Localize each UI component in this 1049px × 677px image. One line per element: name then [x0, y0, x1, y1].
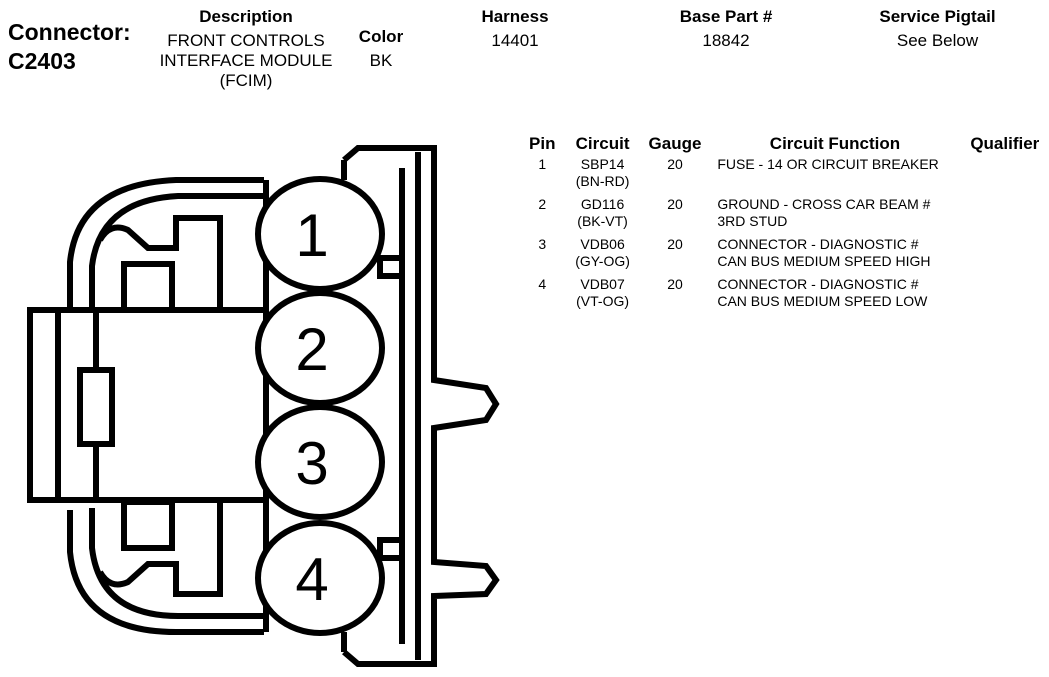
- detent-top: [97, 215, 223, 308]
- column-header-qualifier: Qualifier: [970, 134, 1040, 153]
- circuit-cell: VDB07 (VT-OG): [565, 276, 641, 316]
- housing-outer: [67, 177, 264, 635]
- pin-number-3: 3: [295, 430, 328, 497]
- harness-header: Harness: [481, 7, 549, 26]
- pin-cell: 2: [538, 196, 547, 212]
- circuit-id: SBP14: [580, 156, 625, 172]
- service-pigtail-header: Service Pigtail: [879, 7, 996, 26]
- circuit-id: VDB07: [580, 276, 625, 292]
- detent-tab-top: [121, 261, 175, 313]
- column-header-circuit-function: Circuit Function: [769, 134, 901, 153]
- circuit-color: (GY-OG): [575, 253, 630, 269]
- function-line: 3RD STUD: [717, 213, 788, 229]
- qualifier-cell: [961, 156, 1049, 196]
- connector-id: C2403: [8, 48, 76, 74]
- qualifier-cell: [961, 236, 1049, 276]
- base-part-value: 18842: [702, 31, 750, 50]
- column-header-circuit: Circuit: [575, 134, 630, 153]
- circuit-color: (VT-OG): [576, 293, 630, 309]
- function-cell: GROUND - CROSS CAR BEAM # 3RD STUD: [709, 196, 960, 236]
- side-tab-top: [377, 255, 405, 279]
- function-line: FUSE - 14 OR CIRCUIT BREAKER: [717, 156, 939, 172]
- function-line: CONNECTOR - DIAGNOSTIC #: [717, 236, 919, 252]
- detent-bottom: [97, 502, 223, 597]
- pin-cell: 3: [538, 236, 547, 252]
- gauge-cell: 20: [667, 156, 683, 172]
- pin-cell: 4: [538, 276, 547, 292]
- qualifier-cell: [961, 196, 1049, 236]
- function-line: CAN BUS MEDIUM SPEED HIGH: [717, 253, 931, 269]
- table-row: 1 SBP14 (BN-RD) 20 FUSE - 14 OR CIRCUIT …: [520, 156, 1049, 196]
- description-line: (FCIM): [219, 71, 273, 90]
- latch-outer: [27, 307, 269, 503]
- side-tab-bottom: [377, 537, 405, 561]
- description-line: FRONT CONTROLS: [167, 31, 325, 50]
- pin-numbers: 1 2 3 4: [295, 202, 328, 613]
- pin-cavities: [255, 176, 385, 636]
- pin-number-1: 1: [295, 202, 328, 269]
- service-pigtail-value: See Below: [896, 31, 979, 50]
- function-cell: CONNECTOR - DIAGNOSTIC # CAN BUS MEDIUM …: [709, 236, 960, 276]
- function-line: CONNECTOR - DIAGNOSTIC #: [717, 276, 919, 292]
- pin-cavity-3: [255, 404, 385, 520]
- function-cell: CONNECTOR - DIAGNOSTIC # CAN BUS MEDIUM …: [709, 276, 960, 316]
- description-line: INTERFACE MODULE: [159, 51, 333, 70]
- gauge-cell: 20: [667, 236, 683, 252]
- base-part-header: Base Part #: [679, 7, 773, 26]
- function-line: CAN BUS MEDIUM SPEED LOW: [717, 293, 928, 309]
- circuit-color: (BN-RD): [575, 173, 630, 189]
- connector-label: Connector: C2403: [8, 18, 131, 76]
- circuit-cell: SBP14 (BN-RD): [565, 156, 641, 196]
- function-cell: FUSE - 14 OR CIRCUIT BREAKER: [709, 156, 960, 196]
- gauge-cell: 20: [667, 196, 683, 212]
- pin-cavity-2: [255, 290, 385, 406]
- detent-tab-bottom: [121, 499, 175, 551]
- latch-key: [77, 367, 115, 447]
- description-value: FRONT CONTROLS INTERFACE MODULE (FCIM): [140, 31, 352, 91]
- circuit-id: GD116: [580, 196, 625, 212]
- table-row: 3 VDB06 (GY-OG) 20 CONNECTOR - DIAGNOSTI…: [520, 236, 1049, 276]
- function-line: GROUND - CROSS CAR BEAM #: [717, 196, 931, 212]
- harness-value: 14401: [491, 31, 539, 50]
- pin-cell: 1: [538, 156, 547, 172]
- pin-number-2: 2: [295, 316, 328, 383]
- pin-table-header: Pin Circuit Gauge Circuit Function Quali…: [520, 132, 1049, 156]
- circuit-cell: GD116 (BK-VT): [565, 196, 641, 236]
- color-header: Color: [358, 27, 404, 46]
- column-header-gauge: Gauge: [648, 134, 702, 153]
- description-header: Description: [199, 7, 293, 26]
- pin-cavity-4: [255, 520, 385, 636]
- table-row: 2 GD116 (BK-VT) 20 GROUND - CROSS CAR BE…: [520, 196, 1049, 236]
- pin-cavity-1: [255, 176, 385, 292]
- qualifier-cell: [961, 276, 1049, 316]
- table-row: 4 VDB07 (VT-OG) 20 CONNECTOR - DIAGNOSTI…: [520, 276, 1049, 316]
- circuit-cell: VDB06 (GY-OG): [565, 236, 641, 276]
- connector-title: Connector:: [8, 19, 131, 45]
- housing-inner: [89, 193, 264, 619]
- circuit-id: VDB06: [580, 236, 625, 252]
- housing-right: [342, 145, 500, 667]
- circuit-color: (BK-VT): [577, 213, 628, 229]
- column-header-pin: Pin: [529, 134, 556, 153]
- gauge-cell: 20: [667, 276, 683, 292]
- pin-table: Pin Circuit Gauge Circuit Function Quali…: [520, 132, 1049, 316]
- color-value: BK: [369, 51, 393, 70]
- pin-number-4: 4: [295, 546, 328, 613]
